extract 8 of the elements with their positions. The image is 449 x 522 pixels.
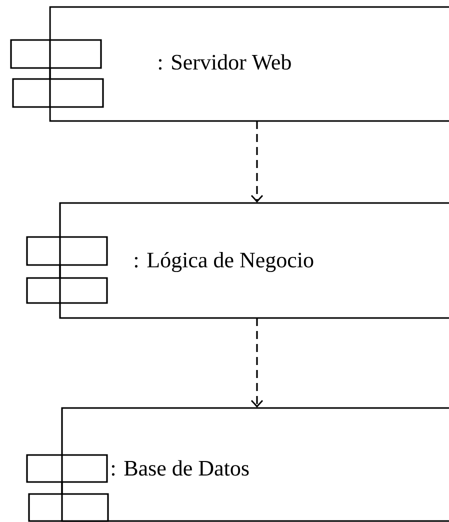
node-label: : Lógica de Negocio (134, 252, 314, 272)
node-label: : Base de Datos (112, 460, 249, 476)
component-box: : Base de Datos (26, 407, 449, 522)
component-box: : Lógica de Negocio (26, 202, 449, 319)
component-box: : Servidor Web (10, 6, 449, 122)
dependency-arrow (250, 318, 264, 408)
node-label: : Servidor Web (158, 54, 291, 70)
dependency-arrow (250, 121, 264, 203)
